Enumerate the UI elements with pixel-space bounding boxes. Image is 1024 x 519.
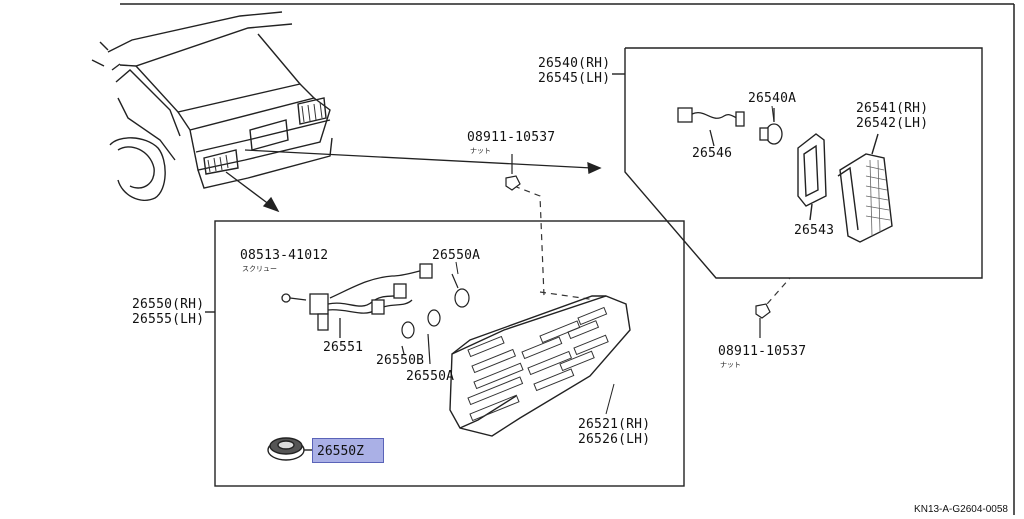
rear-harness-drawing <box>281 263 433 338</box>
rear-lens-drawing <box>449 295 631 437</box>
side-bulb-label: 26540A <box>748 91 797 106</box>
nut-top-label: 08911-10537 <box>467 130 556 145</box>
rear-socket-label: 26551 <box>323 340 364 355</box>
rear-lens-rh-label: 26521(RH) <box>578 417 651 432</box>
side-lens-hatch <box>865 159 891 237</box>
highlighted-part-label[interactable]: 26550Z <box>317 444 364 459</box>
rear-bulb-b-label: 26550B <box>376 353 425 368</box>
side-lamp-box <box>612 47 983 279</box>
nut-bottom-sublabel: ナット <box>720 361 741 369</box>
leader-lines <box>455 105 775 415</box>
drawing-code: KN13-A-G2604-0058 <box>914 504 1008 515</box>
rear-lens-lh-label: 26526(LH) <box>578 432 651 447</box>
pointer-arrows <box>225 149 602 213</box>
side-lamp-assembly-lh-label: 26545(LH) <box>538 71 611 86</box>
car-lamp-hatch <box>207 101 323 173</box>
side-lens-drawing <box>837 133 893 243</box>
rear-lamp-assembly-rh-label: 26550(RH) <box>132 297 205 312</box>
highlighted-part-box[interactable]: 26550Z <box>312 438 384 463</box>
car-outline <box>91 11 333 201</box>
side-lens-lh-label: 26542(LH) <box>856 116 929 131</box>
side-lamp-assembly-rh-label: 26540(RH) <box>538 56 611 71</box>
side-socket-label: 26546 <box>692 146 733 161</box>
dashed-guides <box>513 185 791 313</box>
nut-bottom-drawing <box>755 303 771 338</box>
side-bulb-drawing <box>759 108 783 145</box>
grommet-drawing <box>267 437 312 461</box>
side-socket-drawing <box>677 107 745 147</box>
side-lens-rh-label: 26541(RH) <box>856 101 929 116</box>
nut-top-sublabel: ナット <box>470 147 491 155</box>
side-gasket-drawing <box>797 133 827 221</box>
side-gasket-label: 26543 <box>794 223 835 238</box>
rear-lamp-assembly-lh-label: 26555(LH) <box>132 312 205 327</box>
rear-bulb-a-bottom-label: 26550A <box>406 369 455 384</box>
rear-bulbs-drawing <box>401 273 470 365</box>
diagram-border <box>120 3 1015 515</box>
screw-label: 08513-41012 <box>240 248 329 263</box>
rear-bulb-a-top-label: 26550A <box>432 248 481 263</box>
screw-sublabel: スクリュー <box>242 265 277 273</box>
rear-lens-louvers <box>467 306 609 422</box>
nut-top-drawing <box>505 154 521 191</box>
nut-bottom-label: 08911-10537 <box>718 344 807 359</box>
rear-lamp-box <box>205 220 685 487</box>
